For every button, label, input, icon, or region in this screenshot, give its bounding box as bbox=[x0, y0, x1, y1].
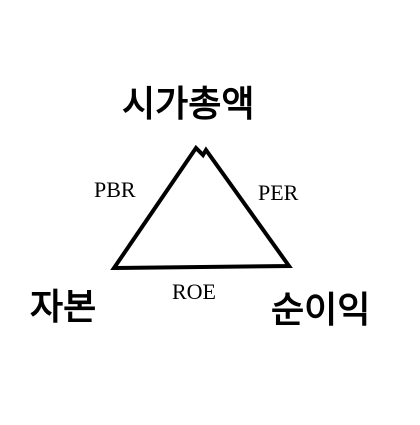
node-market-cap-label: 시가총액 bbox=[122, 83, 255, 125]
node-equity-label: 자본 bbox=[30, 286, 97, 328]
node-net-income-label: 순이익 bbox=[271, 289, 371, 331]
triangle-outline bbox=[110, 144, 293, 271]
edge-roe-label: ROE bbox=[172, 279, 216, 304]
edge-pbr-label: PBR bbox=[94, 177, 136, 202]
edge-per-label: PER bbox=[258, 180, 299, 205]
